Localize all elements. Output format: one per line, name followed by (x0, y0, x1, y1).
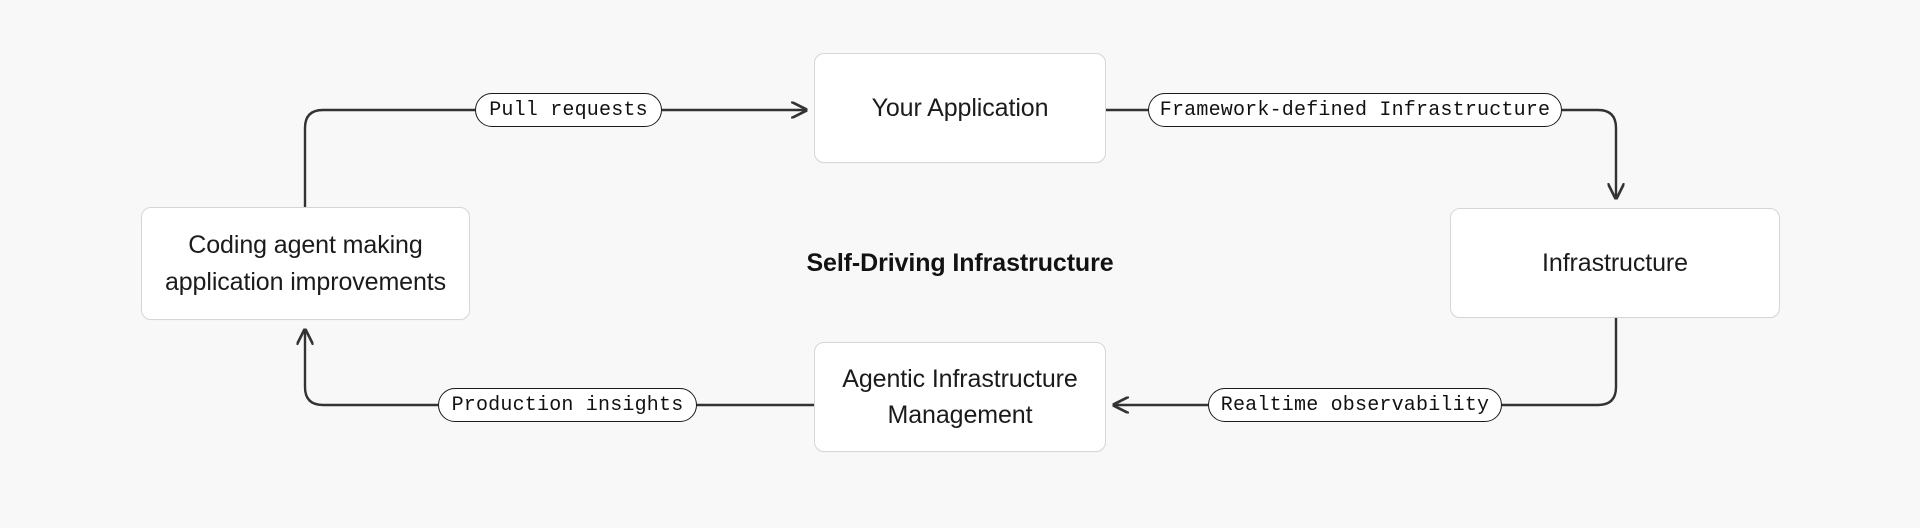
edge-label-realtime-observability[interactable]: Realtime observability (1208, 388, 1502, 422)
edge-framework-label-to-infrastructure (1560, 108, 1616, 198)
edge-label-production-insights[interactable]: Production insights (438, 388, 697, 422)
node-your-application-label: Your Application (871, 93, 1049, 122)
edge-infrastructure-to-realtime-label (1500, 316, 1618, 407)
diagram-title: Self-Driving Infrastructure (760, 249, 1160, 278)
node-coding-agent-label: Coding agent making application improvem… (164, 231, 447, 296)
edge-label-production-insights-text: Production insights (451, 393, 684, 417)
edge-label-framework-defined-infrastructure-text: Framework-defined Infrastructure (1159, 98, 1551, 122)
edge-coding-agent-to-pull-requests (303, 108, 477, 209)
node-agentic-infrastructure-management-label: Agentic Infrastructure Management (842, 364, 1078, 429)
node-coding-agent[interactable]: Coding agent making application improvem… (141, 207, 470, 320)
node-infrastructure[interactable]: Infrastructure (1450, 208, 1780, 318)
node-infrastructure-label: Infrastructure (1542, 248, 1688, 277)
edge-production-label-to-coding-agent (305, 330, 440, 407)
diagram-title-text: Self-Driving Infrastructure (806, 249, 1114, 277)
node-your-application[interactable]: Your Application (814, 53, 1106, 163)
edge-label-framework-defined-infrastructure[interactable]: Framework-defined Infrastructure (1148, 93, 1562, 127)
edge-label-realtime-observability-text: Realtime observability (1220, 393, 1490, 417)
edge-label-pull-requests[interactable]: Pull requests (475, 93, 662, 127)
edge-label-pull-requests-text: Pull requests (489, 98, 648, 122)
node-agentic-infrastructure-management[interactable]: Agentic Infrastructure Management (814, 342, 1106, 452)
